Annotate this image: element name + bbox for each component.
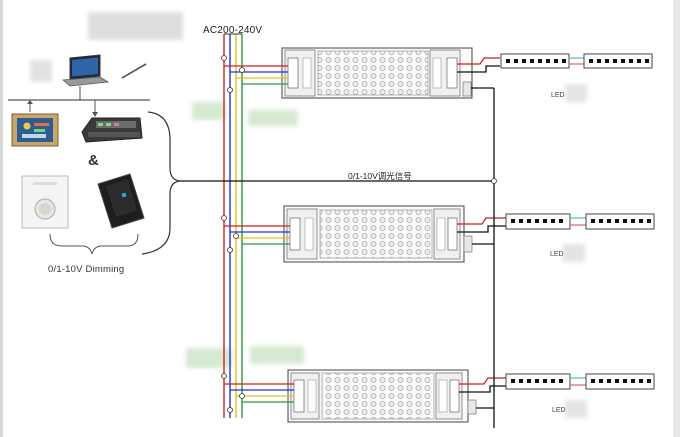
- led-strip-1a: [500, 53, 570, 69]
- laptop-icon: [62, 54, 110, 87]
- driver1-out-pos: [457, 57, 500, 65]
- blurred-title: [88, 12, 183, 40]
- dimmer-group-brace: [49, 233, 139, 255]
- driver2-out-neg: [457, 225, 506, 233]
- driver1-out-neg: [457, 65, 500, 73]
- led-driver-3: [287, 369, 477, 423]
- router-icon: [121, 63, 147, 79]
- blurred-label-left: [30, 60, 52, 82]
- ac-input-label: AC200-240V: [203, 25, 263, 36]
- blurred-label-green-4: [250, 346, 304, 364]
- touch-dimmer-icon: [97, 173, 145, 229]
- driver2-out-pos: [457, 217, 506, 225]
- led-strip-3a: [505, 373, 571, 390]
- image-border-left: [0, 0, 3, 437]
- blurred-led-1: [565, 84, 587, 102]
- blurred-led-2: [563, 244, 585, 262]
- led-driver-1: [281, 47, 473, 99]
- driver3-out-neg: [459, 385, 506, 393]
- blurred-label-green-3: [186, 348, 232, 368]
- control-link-brace: [141, 111, 181, 255]
- led-driver-2: [283, 205, 473, 263]
- image-border-right: [673, 0, 680, 437]
- junction-icon: [233, 233, 239, 239]
- blurred-label-green-1: [192, 102, 226, 120]
- din-rail-module-icon: [81, 117, 143, 143]
- rotary-dimmer-icon: [21, 175, 69, 229]
- blurred-label-green-2: [248, 110, 298, 126]
- junction-icon: [227, 407, 233, 413]
- junction-icon: [221, 373, 227, 379]
- blurred-led-3: [565, 400, 587, 418]
- led-strip-2a: [505, 213, 571, 230]
- control-panel-icon: [11, 113, 59, 147]
- junction-icon: [227, 87, 233, 93]
- arrow-up-icon: [27, 100, 33, 104]
- ampersand-label: &: [88, 152, 99, 169]
- junction-icon: [491, 178, 497, 184]
- junction-icon: [239, 67, 245, 73]
- driver3-out-pos: [459, 377, 506, 385]
- junction-icon: [221, 215, 227, 221]
- led-strip-2b: [585, 213, 655, 230]
- led-strip-1b: [583, 53, 653, 69]
- junction-icon: [227, 247, 233, 253]
- junction-icon: [239, 393, 245, 399]
- led-label-3: LED: [552, 407, 566, 414]
- junction-icon: [221, 55, 227, 61]
- led-label-1: LED: [551, 92, 565, 99]
- arrow-down-icon: [92, 112, 98, 117]
- dimming-caption: 0/1-10V Dimming: [48, 264, 125, 275]
- dimming-signal-label: 0/1-10V调光信号: [348, 171, 412, 181]
- led-strip-3b: [585, 373, 655, 390]
- led-label-2: LED: [550, 251, 564, 258]
